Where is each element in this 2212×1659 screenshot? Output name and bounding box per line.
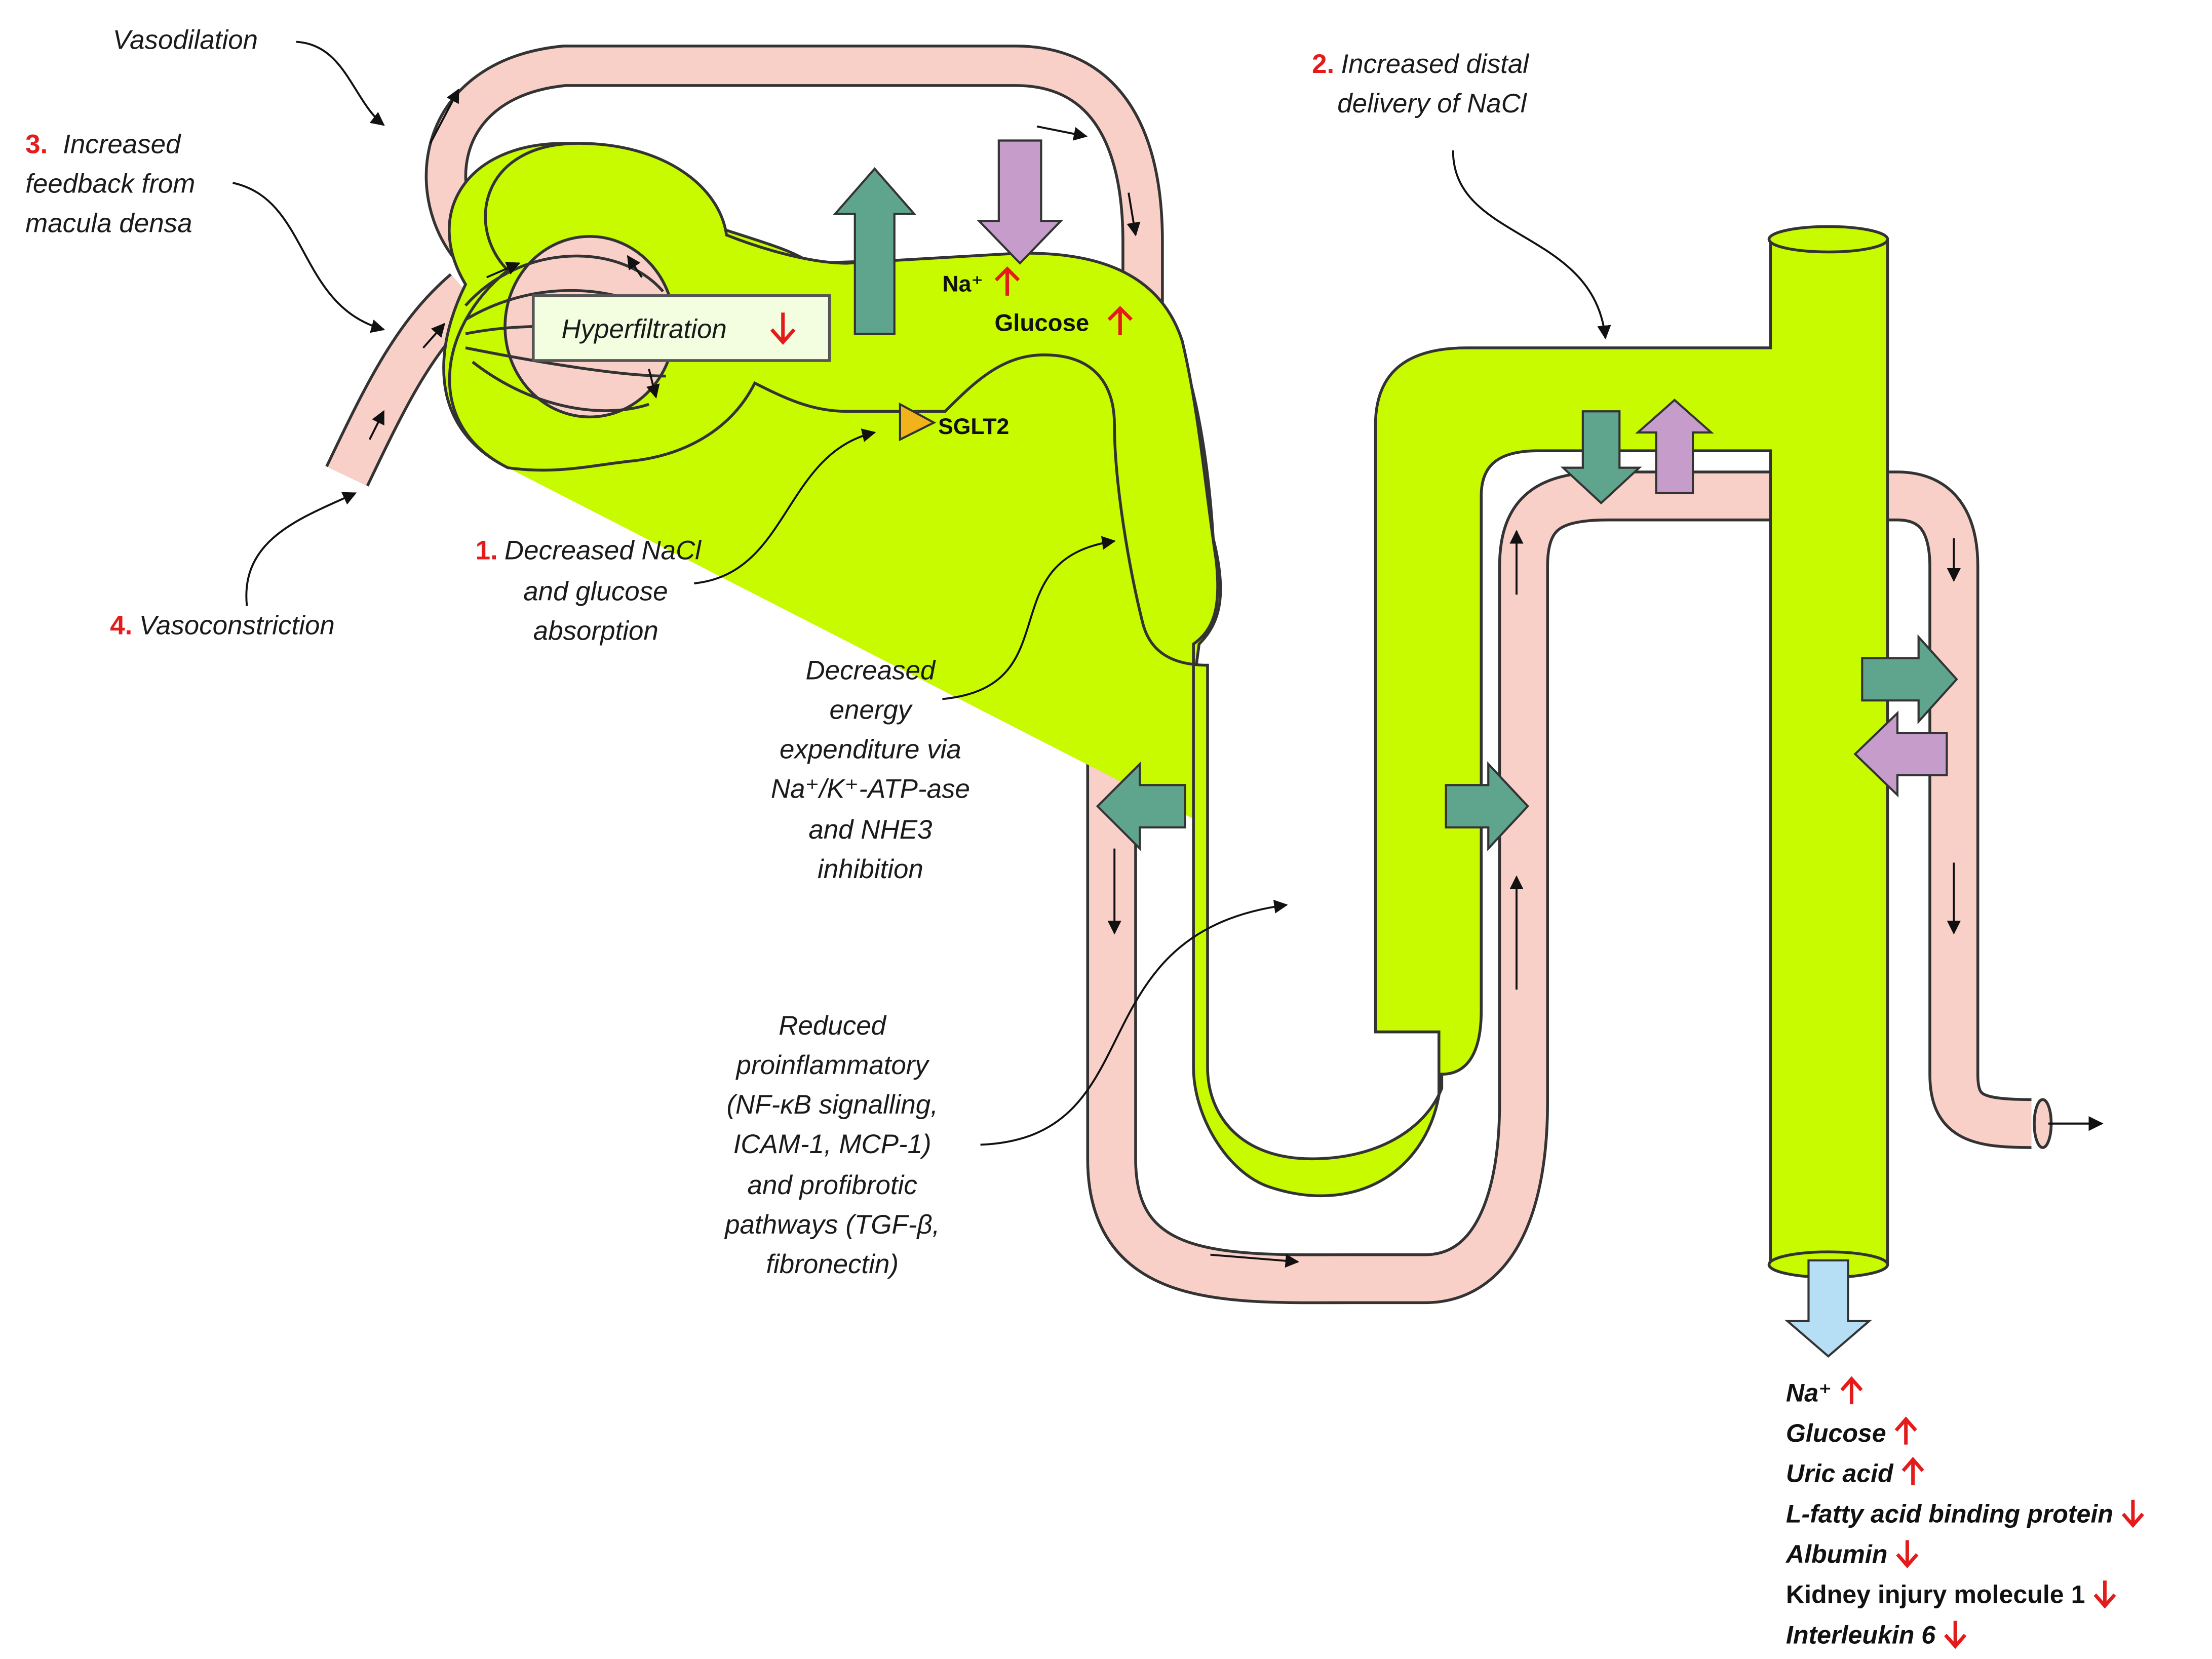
svg-text:and NHE3: and NHE3 bbox=[808, 815, 932, 845]
decreased-nacl-line3: absorption bbox=[533, 616, 658, 646]
urine-marker-3: L-fatty acid binding protein bbox=[1786, 1499, 2113, 1528]
na-label: Na⁺ bbox=[942, 271, 983, 296]
svg-text:Decreased: Decreased bbox=[805, 655, 936, 685]
teal-left-arrow-loop bbox=[1096, 761, 1186, 851]
urine-marker-0: Na⁺ bbox=[1786, 1378, 1832, 1407]
purple-up-arrow-distal bbox=[1635, 399, 1714, 494]
teal-up-arrow-proximal bbox=[833, 167, 917, 335]
urine-marker-4: Albumin bbox=[1785, 1540, 1887, 1568]
collecting-duct-top bbox=[1767, 225, 1889, 254]
hyperfiltration-box bbox=[531, 294, 831, 362]
feedback-pointer bbox=[232, 182, 385, 333]
feedback-label-line2: feedback from bbox=[25, 169, 195, 199]
hyperfiltration-label: Hyperfiltration bbox=[561, 314, 726, 344]
teal-down-arrow-distal bbox=[1560, 410, 1642, 505]
decreased-nacl-pointer bbox=[694, 428, 876, 584]
svg-text:pathways (TGF-β,: pathways (TGF-β, bbox=[724, 1210, 940, 1240]
transport-arrows bbox=[833, 139, 2104, 1358]
purple-left-arrow-collecting bbox=[1853, 710, 1948, 798]
inflammation-label: Reduced proinflammatory (NF-κB signallin… bbox=[724, 1011, 940, 1279]
sglt2-label: SGLT2 bbox=[938, 414, 1009, 439]
energy-label: Decreased energy expenditure via Na⁺/K⁺-… bbox=[771, 655, 970, 884]
glucose-label: Glucose bbox=[994, 309, 1089, 336]
sglt2-triangle bbox=[899, 402, 937, 442]
feedback-label-line3: macula densa bbox=[25, 209, 192, 239]
urine-marker-down-arrow-6 bbox=[1944, 1621, 1967, 1649]
svg-text:proinflammatory: proinflammatory bbox=[735, 1050, 930, 1080]
vasoconstriction-pointer bbox=[245, 492, 357, 606]
inflammation-pointer bbox=[980, 899, 1288, 1146]
teal-right-arrow-collecting bbox=[1861, 634, 1958, 725]
svg-text:Reduced: Reduced bbox=[779, 1011, 886, 1041]
urine-marker-6: Interleukin 6 bbox=[1786, 1621, 1936, 1649]
urine-marker-down-arrow-5 bbox=[2093, 1581, 2116, 1609]
svg-text:(NF-κB signalling,: (NF-κB signalling, bbox=[726, 1090, 938, 1120]
svg-text:Na⁺/K⁺-ATP-ase: Na⁺/K⁺-ATP-ase bbox=[771, 774, 970, 804]
distal-label: 2. Increased distal bbox=[1312, 49, 1529, 79]
svg-text:ICAM-1, MCP-1): ICAM-1, MCP-1) bbox=[733, 1129, 932, 1159]
svg-text:expenditure via: expenditure via bbox=[780, 734, 961, 764]
purple-down-arrow-proximal bbox=[976, 139, 1064, 265]
glucose-up-arrow bbox=[1107, 305, 1133, 335]
blue-output-arrow bbox=[1784, 1259, 1872, 1358]
vasodilation-pointer bbox=[296, 41, 385, 126]
distal-pointer bbox=[1452, 150, 1611, 340]
vasodilation-label: Vasodilation bbox=[113, 25, 258, 55]
teal-right-arrow-ascending bbox=[1445, 761, 1530, 851]
vasoconstriction-label: 4. Vasoconstriction bbox=[110, 610, 335, 640]
urine-marker-down-arrow-4 bbox=[1896, 1540, 1919, 1568]
svg-text:energy: energy bbox=[830, 695, 913, 725]
urine-marker-2: Uric acid bbox=[1786, 1459, 1894, 1488]
flow-arrows bbox=[368, 88, 1961, 1268]
urine-marker-1: Glucose bbox=[1786, 1419, 1886, 1447]
svg-text:fibronectin): fibronectin) bbox=[766, 1249, 899, 1279]
urine-marker-up-arrow-1 bbox=[1894, 1416, 1917, 1445]
distal-label-line2: delivery of NaCl bbox=[1337, 89, 1527, 118]
decreased-nacl-label: 1. Decreased NaCl bbox=[476, 536, 702, 566]
urine-marker-up-arrow-2 bbox=[1901, 1456, 1924, 1485]
na-up-arrow bbox=[994, 266, 1020, 296]
decreased-nacl-line2: and glucose bbox=[523, 576, 668, 606]
urine-marker-5: Kidney injury molecule 1 bbox=[1786, 1581, 2085, 1609]
energy-pointer bbox=[942, 536, 1116, 700]
urine-marker-up-arrow-0 bbox=[1840, 1376, 1863, 1404]
feedback-label: 3. Increased bbox=[25, 130, 181, 160]
svg-text:and profibrotic: and profibrotic bbox=[748, 1170, 917, 1200]
urine-marker-down-arrow-3 bbox=[2121, 1499, 2145, 1528]
svg-text:inhibition: inhibition bbox=[818, 854, 923, 884]
hyperfiltration-down-arrow bbox=[770, 312, 796, 345]
